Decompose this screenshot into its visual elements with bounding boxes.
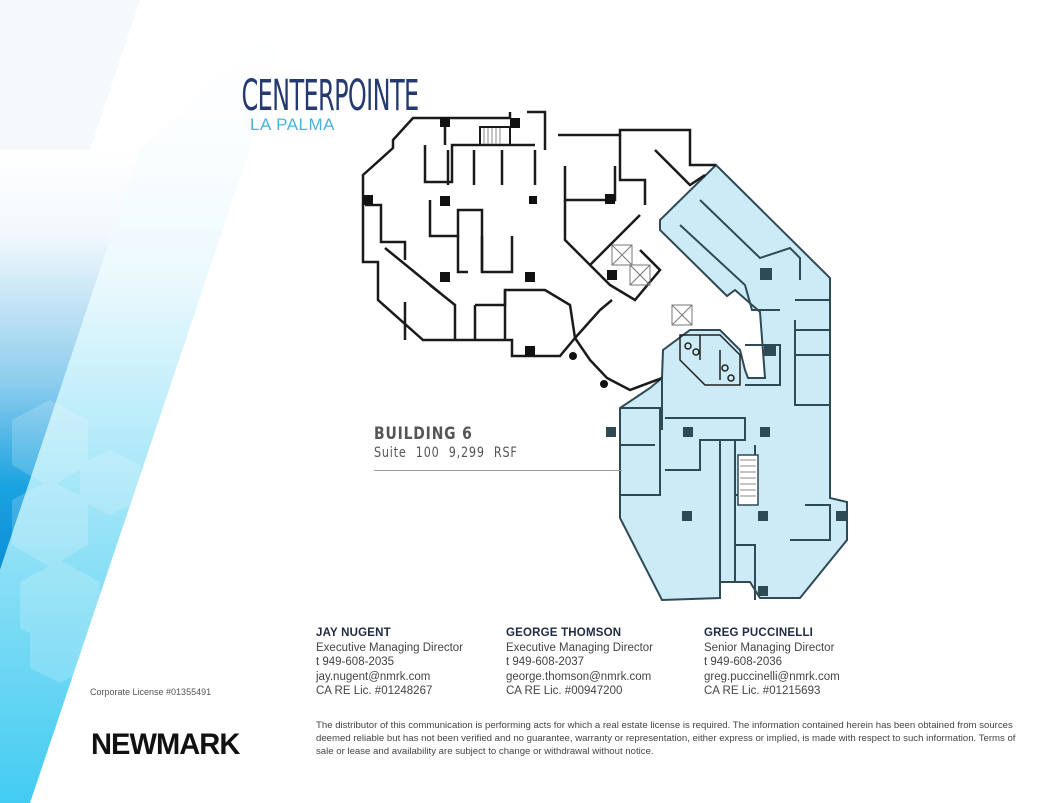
suite-number: Suite 100	[374, 445, 440, 461]
contact-name: GEORGE THOMSON	[506, 627, 622, 639]
property-title: CENTERPOINTE	[241, 71, 419, 121]
contact-email[interactable]: george.thomson@nmrk.com	[506, 670, 652, 683]
property-location: LA PALMA	[250, 115, 335, 134]
label-leader-line	[374, 470, 622, 471]
contact-email[interactable]: jay.nugent@nmrk.com	[316, 670, 431, 683]
contact-phone[interactable]: t 949-608-2035	[316, 656, 395, 668]
contact-license: CA RE Lic. #00947200	[506, 685, 623, 697]
suite-100-highlight	[619, 163, 848, 602]
property-logo: CENTERPOINTE LA PALMA	[133, 74, 419, 134]
contact-card: GEORGE THOMSON Executive Managing Direct…	[506, 626, 696, 699]
legal-disclaimer: The distributor of this communication is…	[316, 720, 1016, 757]
contact-card: GREG PUCCINELLI Senior Managing Director…	[704, 626, 894, 699]
contact-email[interactable]: greg.puccinelli@nmrk.com	[704, 670, 840, 683]
contact-name: JAY NUGENT	[316, 627, 391, 639]
contact-title: Executive Managing Director	[506, 641, 654, 654]
suite-area: 9,299 RSF	[448, 445, 518, 461]
building-name: BUILDING 6	[374, 424, 473, 444]
contact-phone[interactable]: t 949-608-2037	[506, 656, 585, 668]
contact-phone[interactable]: t 949-608-2036	[704, 656, 783, 668]
newmark-logo: NEWMARK	[91, 728, 240, 761]
contact-card: JAY NUGENT Executive Managing Director t…	[316, 626, 506, 699]
contact-license: CA RE Lic. #01215693	[704, 685, 821, 697]
structural-columns	[363, 117, 846, 596]
floor-plan	[361, 110, 848, 602]
corporate-license: Corporate License #01355491	[90, 687, 212, 697]
suite-info: Suite 100 9,299 RSF	[374, 444, 518, 462]
contact-title: Senior Managing Director	[704, 641, 835, 654]
stair-icon	[479, 126, 511, 146]
building-label: BUILDING 6 Suite 100 9,299 RSF	[374, 424, 554, 462]
contact-title: Executive Managing Director	[316, 641, 464, 654]
contact-license: CA RE Lic. #01248267	[316, 685, 433, 697]
contact-name: GREG PUCCINELLI	[704, 627, 814, 639]
